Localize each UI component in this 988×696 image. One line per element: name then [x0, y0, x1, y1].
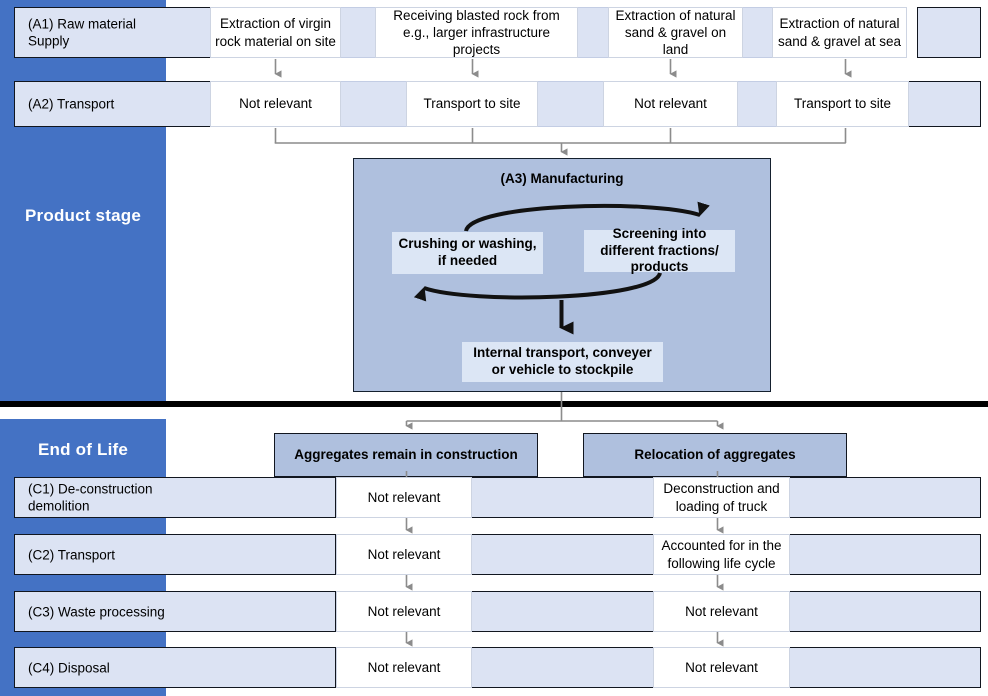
- a1-chip-1: [340, 7, 376, 58]
- a1-cell-1[interactable]: Extraction of virgin rock material on si…: [210, 7, 341, 58]
- stage-divider: [0, 401, 988, 407]
- row-c2-title: (C2) Transport: [28, 546, 116, 562]
- eol-group-header-2[interactable]: Relocation of aggregates: [583, 433, 847, 477]
- row-a1-title-wrap: (A1) Raw material Supply: [14, 7, 218, 58]
- row-c1-title-wrap: (C1) De-construction demolition: [14, 477, 336, 518]
- eol-group-header-1[interactable]: Aggregates remain in construction: [274, 433, 538, 477]
- row-c4-band-2: [471, 647, 663, 688]
- row-a1-title: (A1) Raw material Supply: [28, 16, 137, 49]
- product-stage-rail: [0, 0, 166, 401]
- c2-cell-2[interactable]: Accounted for in the following life cycl…: [653, 534, 790, 575]
- row-c4-band-3: [789, 647, 981, 688]
- c4-cell-2[interactable]: Not relevant: [653, 647, 790, 688]
- row-a2-band-right: [908, 81, 981, 127]
- a2-chip-3: [737, 81, 777, 127]
- a2-chip-2: [537, 81, 604, 127]
- row-c2-band-2: [471, 534, 663, 575]
- row-c1-band-3: [789, 477, 981, 518]
- a1-chip-3: [741, 7, 773, 58]
- row-c4-band: [14, 647, 336, 688]
- a1-cell-3[interactable]: Extraction of natural sand & gravel on l…: [608, 7, 743, 58]
- row-c3-title: (C3) Waste processing: [28, 603, 165, 619]
- row-c4-title-wrap: (C4) Disposal: [14, 647, 336, 688]
- row-c4-title: (C4) Disposal: [28, 659, 110, 675]
- row-a2-band: [14, 81, 218, 127]
- row-a2-title-wrap: (A2) Transport: [14, 81, 218, 127]
- eol-stage-label: End of Life: [37, 440, 129, 459]
- row-c2-band-3: [789, 534, 981, 575]
- row-c1-title: (C1) De-construction demolition: [28, 481, 153, 514]
- a2-chip-1: [340, 81, 407, 127]
- a1-chip-2: [577, 7, 609, 58]
- row-c1-band: [14, 477, 336, 518]
- row-c3-band-3: [789, 591, 981, 632]
- c3-cell-1[interactable]: Not relevant: [336, 591, 472, 632]
- manufacturing-crushing-box[interactable]: Crushing or washing, if needed: [392, 232, 543, 274]
- a2-cell-4[interactable]: Transport to site: [776, 81, 909, 127]
- a1-cell-4[interactable]: Extraction of natural sand & gravel at s…: [772, 7, 907, 58]
- c1-cell-2[interactable]: Deconstruction and loading of truck: [653, 477, 790, 518]
- row-c2-band: [14, 534, 336, 575]
- row-c2-title-wrap: (C2) Transport: [14, 534, 336, 575]
- c1-cell-1[interactable]: Not relevant: [336, 477, 472, 518]
- manufacturing-title: (A3) Manufacturing: [500, 171, 624, 186]
- a1-cell-2[interactable]: Receiving blasted rock from e.g., larger…: [375, 7, 578, 58]
- c3-cell-2[interactable]: Not relevant: [653, 591, 790, 632]
- c2-cell-1[interactable]: Not relevant: [336, 534, 472, 575]
- product-stage-label: Product stage: [25, 206, 141, 225]
- manufacturing-internal-transport-box[interactable]: Internal transport, conveyer or vehicle …: [462, 342, 663, 382]
- c4-cell-1[interactable]: Not relevant: [336, 647, 472, 688]
- row-c3-band-2: [471, 591, 663, 632]
- manufacturing-screening-box[interactable]: Screening into different fractions/ prod…: [584, 226, 735, 274]
- row-a1-band: [14, 7, 218, 58]
- a2-cell-2[interactable]: Transport to site: [406, 81, 538, 127]
- row-c3-title-wrap: (C3) Waste processing: [14, 591, 336, 632]
- row-c3-band: [14, 591, 336, 632]
- a2-cell-1[interactable]: Not relevant: [210, 81, 341, 127]
- row-a2-title: (A2) Transport: [28, 96, 115, 112]
- a2-cell-3[interactable]: Not relevant: [603, 81, 738, 127]
- row-a1-band-right: [917, 7, 981, 58]
- row-c1-band-2: [471, 477, 663, 518]
